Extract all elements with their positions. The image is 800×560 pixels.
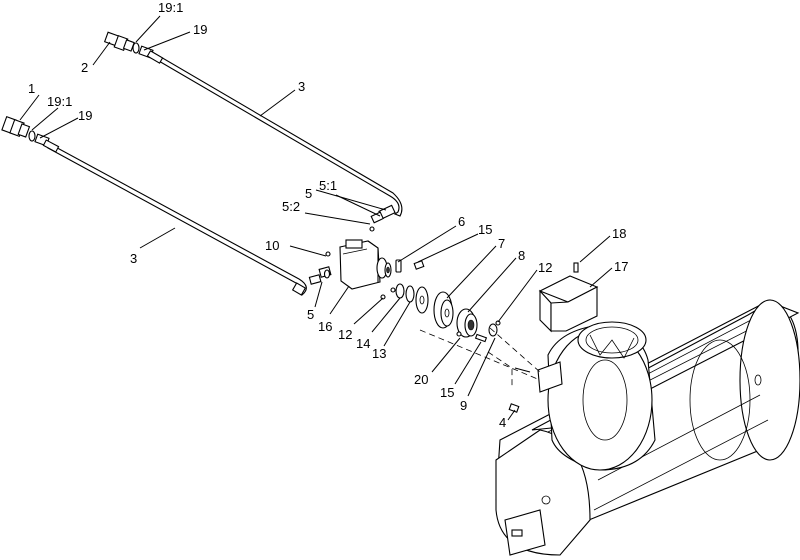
callout-19-1-lower: 19:1 xyxy=(47,94,72,109)
callout-3-lower: 3 xyxy=(130,251,137,266)
callout-7: 7 xyxy=(498,236,505,251)
washer-13 xyxy=(405,285,415,303)
callout-19-1-upper: 19:1 xyxy=(158,0,183,15)
callout-13: 13 xyxy=(372,346,386,361)
callout-12-right: 12 xyxy=(538,260,552,275)
callout-15-lower: 15 xyxy=(440,385,454,400)
callout-12-left: 12 xyxy=(338,327,352,342)
motor-fasteners xyxy=(369,226,425,300)
fitting-1 xyxy=(1,116,31,138)
callout-4: 4 xyxy=(499,415,506,430)
callout-5-2: 5:2 xyxy=(282,199,300,214)
callout-3-upper: 3 xyxy=(298,79,305,94)
flange-plate xyxy=(415,286,429,314)
callout-10: 10 xyxy=(265,238,279,253)
callout-14: 14 xyxy=(356,336,370,351)
leader-lines xyxy=(19,15,613,421)
callout-5-1: 5:1 xyxy=(319,178,337,193)
coupler-stack xyxy=(395,283,501,343)
callout-19-lower: 19 xyxy=(78,108,92,123)
o-ring-19-1-upper xyxy=(132,42,140,54)
impeller-fan-housing xyxy=(419,321,656,471)
o-ring-19-1-lower xyxy=(28,130,36,142)
callout-20: 20 xyxy=(414,372,428,387)
callout-6: 6 xyxy=(458,214,465,229)
callout-5-upper: 5 xyxy=(305,186,312,201)
fitting-2 xyxy=(103,31,135,52)
callout-2: 2 xyxy=(81,60,88,75)
callout-16: 16 xyxy=(318,319,332,334)
callout-8: 8 xyxy=(518,248,525,263)
hydraulic-motor-16 xyxy=(308,239,392,290)
coupler-hub-8 xyxy=(456,308,478,338)
spacer-14 xyxy=(395,283,405,299)
lower-hose-assembly xyxy=(1,116,307,296)
callout-18: 18 xyxy=(612,226,626,241)
hose-3-upper xyxy=(151,52,403,217)
callout-1: 1 xyxy=(28,81,35,96)
callout-labels: 1 19:1 19 2 19:1 19 3 3 5:1 5 5:2 10 5 1… xyxy=(28,0,628,430)
callout-19-upper: 19 xyxy=(193,22,207,37)
hose-3-lower xyxy=(47,143,307,296)
upper-hose-assembly xyxy=(103,31,403,224)
callout-9: 9 xyxy=(460,398,467,413)
callout-15-upper: 15 xyxy=(478,222,492,237)
callout-17: 17 xyxy=(614,259,628,274)
callout-5-lower: 5 xyxy=(307,307,314,322)
shield-17 xyxy=(538,262,599,333)
